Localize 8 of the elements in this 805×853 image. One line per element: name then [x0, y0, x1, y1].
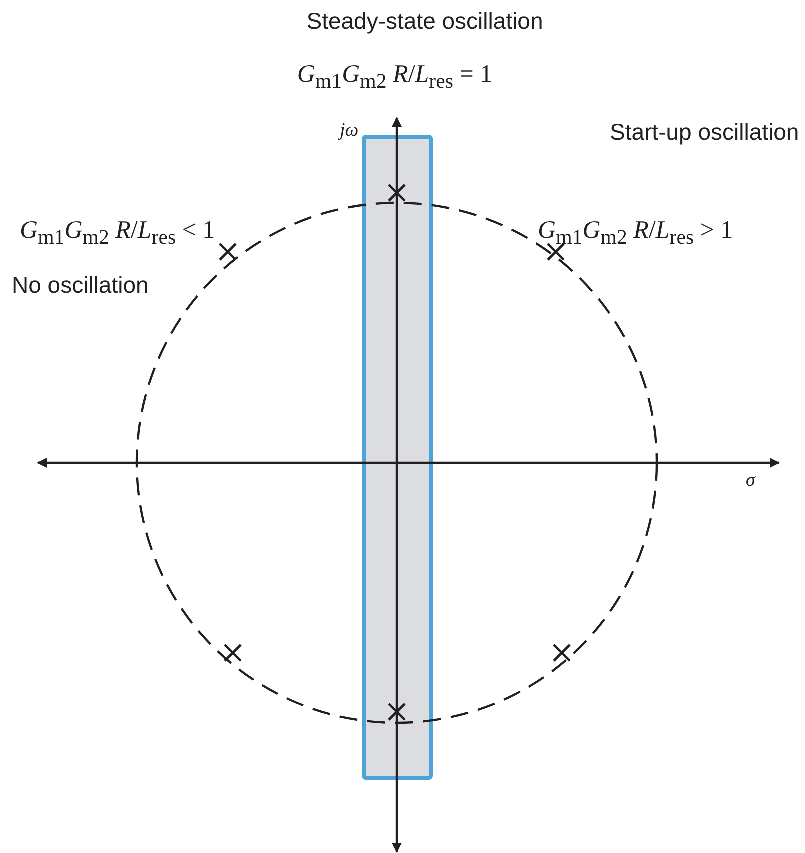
- condition-formula: G$_{m1}$G$_{m2}$ R/L$_{res}$ = 1: [297, 60, 493, 94]
- region-label: Steady-state oscillation: [306, 8, 544, 36]
- axis-label: jω: [340, 120, 359, 143]
- condition-formula: G$_{m1}$G$_{m2}$ R/L$_{res}$ > 1: [538, 216, 734, 250]
- region-label: Start-up oscillation: [610, 119, 800, 147]
- condition-formula: G$_{m1}$G$_{m2}$ R/L$_{res}$ < 1: [20, 216, 216, 250]
- region-label: No oscillation: [12, 272, 149, 300]
- axis-label: σ: [746, 470, 756, 493]
